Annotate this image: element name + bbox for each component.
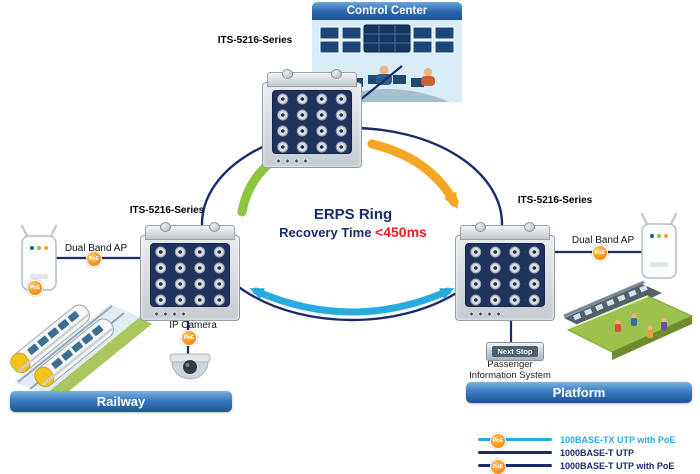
ip-camera-illustration (169, 353, 211, 380)
switch-right-aux-ports (467, 310, 503, 318)
switch-right-label: ITS-5216-Series (517, 195, 593, 206)
dual-band-ap-left-label: Dual Band AP (64, 243, 128, 254)
switch-top-port-panel (272, 90, 352, 154)
switch-right-chassis (455, 235, 555, 321)
legend-line-navy-poe: PoE (478, 458, 552, 474)
recovery-time-value: <450ms (375, 224, 427, 240)
recovery-time-prefix: Recovery Time (279, 225, 376, 240)
switch-left-port-panel (150, 243, 230, 307)
erps-ring-title: ERPS Ring (313, 206, 393, 223)
switch-top-label: ITS-5216-Series (217, 35, 293, 46)
ip-camera-label: IP Camera (169, 320, 217, 331)
recovery-time-text: Recovery Time <450ms (273, 224, 433, 240)
poe-badge-ap-right-link: PoE (592, 245, 608, 261)
switch-left-lid (145, 222, 235, 240)
orange-ring-arrow (367, 139, 459, 210)
legend-line-navy (478, 451, 552, 454)
control-center-header: Control Center (312, 2, 462, 20)
legend: PoE 100BASE-TX UTP with PoE 1000BASE-T U… (478, 432, 696, 474)
cyan-ring-arrow (249, 287, 455, 316)
switch-top (262, 69, 362, 168)
switch-top-lid (267, 69, 357, 87)
trains-illustration (10, 304, 152, 400)
switch-left-label: ITS-5216-Series (129, 205, 205, 216)
passenger-information-system-label: Passenger Information System (443, 359, 577, 381)
control-center-title: Control Center (346, 5, 428, 17)
switch-top-aux-ports (274, 157, 310, 165)
dual-band-ap-left-illustration (20, 224, 58, 291)
link-switch-control (359, 65, 403, 101)
next-stop-sign: Next Stop (486, 342, 544, 361)
poe-badge-camera-link: PoE (181, 330, 197, 346)
railway-banner-label: Railway (96, 394, 146, 409)
legend-poe-badge-2: PoE (490, 458, 506, 474)
legend-label-100base-poe: 100BASE-TX UTP with PoE (560, 434, 676, 445)
switch-left (140, 222, 240, 321)
poe-badge-ap-left-link: PoE (86, 251, 102, 267)
erps-ring-caption: ERPS Ring Recovery Time <450ms (273, 206, 433, 240)
legend-row-100base-poe: PoE 100BASE-TX UTP with PoE (478, 432, 696, 449)
dual-band-ap-right-label: Dual Band AP (571, 235, 635, 246)
switch-left-chassis (140, 235, 240, 321)
legend-poe-badge-1: PoE (490, 432, 506, 449)
switch-top-chassis (262, 82, 362, 168)
switch-left-aux-ports (152, 310, 188, 318)
legend-label-1000base: 1000BASE-T UTP (560, 447, 635, 458)
railway-banner: Railway (10, 391, 232, 412)
poe-badge-ap-left: PoE (27, 280, 43, 296)
switch-right-port-panel (465, 243, 545, 307)
next-stop-sign-label: Next Stop (492, 346, 538, 357)
pis-label-line1: Passenger (487, 359, 533, 370)
switch-right-lid (460, 222, 550, 240)
legend-row-1000base: 1000BASE-T UTP (478, 446, 696, 459)
pis-label-line2: Information System (469, 370, 551, 381)
platform-banner: Platform (466, 382, 692, 403)
dual-band-ap-right-illustration (640, 212, 678, 279)
legend-line-cyan: PoE (478, 432, 552, 449)
legend-row-1000base-poe: PoE 1000BASE-T UTP with PoE (478, 458, 696, 474)
switch-right (455, 222, 555, 321)
platform-banner-label: Platform (552, 385, 606, 400)
platform-people (615, 313, 667, 338)
legend-label-1000base-poe: 1000BASE-T UTP with PoE (560, 460, 675, 471)
platform-illustration (563, 280, 694, 360)
